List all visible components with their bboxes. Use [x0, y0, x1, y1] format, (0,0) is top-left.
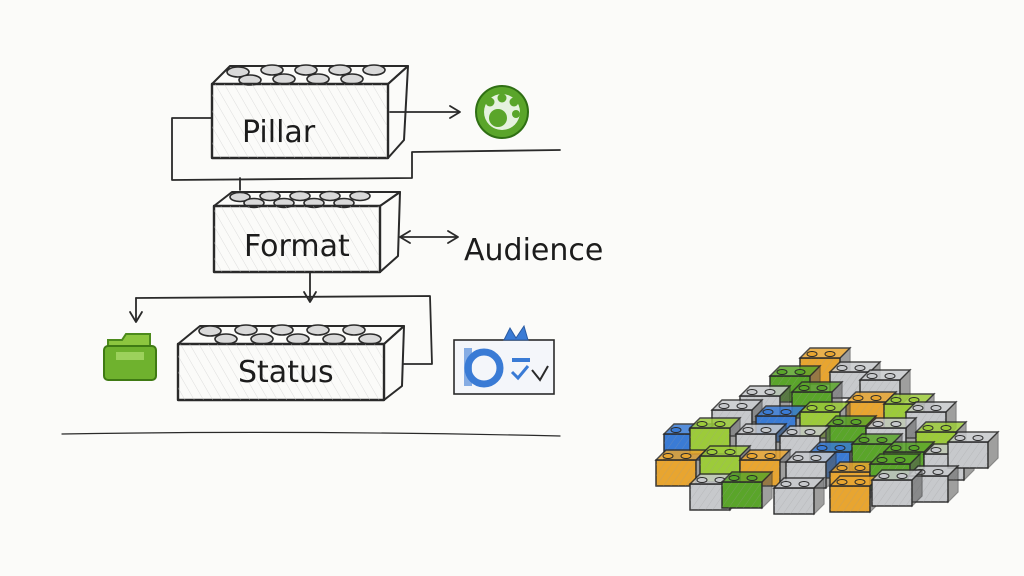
- checklist-window-icon: [453, 324, 555, 395]
- block-label-format: Format: [244, 229, 350, 264]
- block-status: Status: [176, 324, 405, 402]
- folder-icon: [103, 333, 157, 381]
- pile-brick: [772, 476, 826, 516]
- branch-connector: [135, 295, 433, 365]
- pile-brick: [720, 470, 774, 510]
- brick-pile: [654, 346, 1000, 516]
- pillar-studs: [226, 64, 386, 86]
- status-studs: [198, 324, 382, 345]
- pile-brick: [654, 448, 708, 488]
- pile-brick: [828, 474, 882, 514]
- format-studs: [229, 190, 371, 209]
- block-format: Format: [212, 190, 401, 274]
- pile-brick: [870, 468, 924, 508]
- block-label-status: Status: [238, 355, 334, 390]
- audience-label: Audience: [464, 233, 603, 268]
- arrowhead-pillar: [449, 105, 461, 119]
- pillar-loop-connector: [171, 117, 561, 181]
- block-pillar: Pillar: [210, 64, 409, 160]
- connectors: [129, 105, 561, 365]
- ground-line: [61, 431, 561, 437]
- pile-brick: [946, 430, 1000, 470]
- block-label-pillar: Pillar: [242, 115, 316, 150]
- paw-badge-icon: [475, 85, 529, 139]
